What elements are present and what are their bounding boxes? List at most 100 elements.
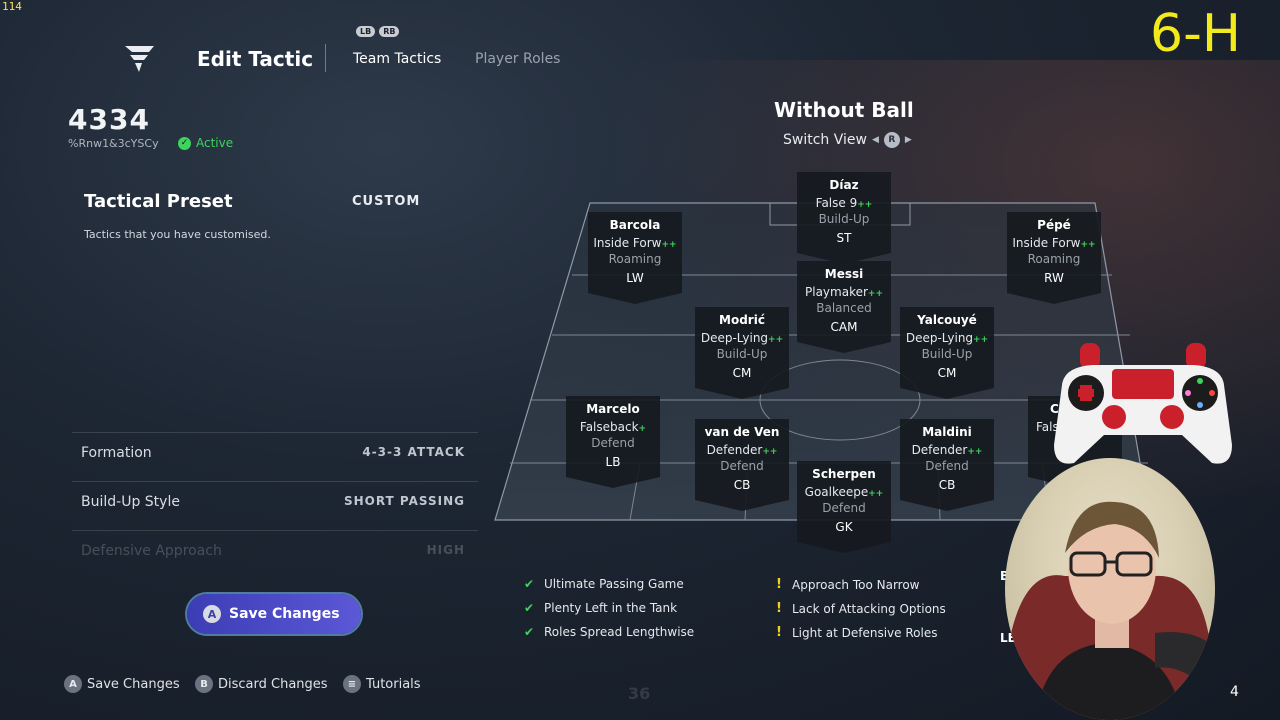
status-badge: ✓ Active: [178, 136, 233, 150]
lb-button-icon: LB: [356, 26, 376, 37]
status-text: Active: [196, 136, 234, 150]
player-role: Falseback+: [579, 420, 647, 434]
page-title: Edit Tactic: [197, 47, 314, 71]
preset-title: Tactical Preset: [84, 191, 233, 212]
player-position: RW: [1044, 271, 1064, 285]
check-circle-icon: ✓: [178, 136, 191, 150]
player-role: Defender++: [706, 443, 778, 457]
footer-discard[interactable]: B Discard Changes: [195, 675, 328, 693]
player-name: Marcelo: [586, 402, 640, 416]
preset-value: CUSTOM: [352, 194, 421, 209]
player-card-lw[interactable]: Barcola Inside Forw++ Roaming LW: [588, 212, 682, 304]
check-icon: ✔: [524, 577, 535, 591]
tab-team-tactics[interactable]: Team Tactics: [353, 51, 442, 67]
shoulder-buttons-hint: LB RB: [356, 26, 400, 37]
player-card-rcb[interactable]: Maldini Defender++ Defend CB: [900, 419, 994, 511]
player-card-cam[interactable]: Messi Playmaker++ Balanced CAM: [797, 261, 891, 353]
player-focus: Balanced: [816, 301, 872, 315]
player-focus: Defend: [822, 501, 866, 515]
tab-player-roles[interactable]: Player Roles: [475, 51, 561, 67]
a-button-icon: A: [64, 675, 82, 693]
tactic-name: 4334: [68, 103, 150, 136]
switch-view-control[interactable]: Switch View ◀ R ▶: [783, 132, 912, 148]
player-role: False 9++: [815, 196, 873, 210]
player-role: Playmaker++: [805, 285, 883, 299]
setting-row-build-up-style[interactable]: Build-Up Style SHORT PASSING: [72, 481, 478, 530]
player-position: CM: [732, 366, 752, 380]
player-position: LW: [626, 271, 644, 285]
view-title: Without Ball: [774, 98, 914, 122]
feedback-positive: ✔Plenty Left in the Tank: [524, 601, 678, 615]
player-card-rcm[interactable]: Yalcouyé Deep-Lying++ Build-Up CM: [900, 307, 994, 399]
r-stick-icon: R: [883, 132, 900, 148]
player-role: Deep-Lying++: [905, 331, 989, 345]
player-name: Barcola: [609, 218, 661, 232]
player-position: CM: [937, 366, 957, 380]
player-card-lcb[interactable]: van de Ven Defender++ Defend CB: [695, 419, 789, 511]
setting-value: SHORT PASSING: [343, 494, 465, 508]
player-role: Defender++: [911, 443, 983, 457]
player-focus: Defend: [591, 436, 635, 450]
save-changes-label: Save Changes: [229, 606, 340, 622]
player-name: van de Ven: [704, 425, 780, 439]
a-button-icon: A: [203, 605, 221, 623]
preset-description: Tactics that you have customised.: [84, 228, 271, 241]
b-button-icon: B: [195, 675, 213, 693]
player-position: CB: [733, 478, 751, 492]
check-icon: ✔: [524, 625, 535, 639]
player-focus: Roaming: [608, 252, 662, 266]
player-position: CAM: [830, 320, 858, 334]
player-card-st[interactable]: Díaz False 9++ Build-Up ST: [797, 172, 891, 264]
ghost-number: 36: [628, 684, 651, 703]
player-role: Goalkeepe++: [804, 485, 884, 499]
warning-icon: !: [776, 601, 782, 616]
player-card-rw[interactable]: Pépé Inside Forw++ Roaming RW: [1007, 212, 1101, 304]
player-name: Messi: [824, 267, 864, 281]
player-name: Pépé: [1037, 218, 1071, 232]
feedback-positive: ✔Ultimate Passing Game: [524, 577, 684, 591]
footer-tutorials[interactable]: ≡ Tutorials: [343, 675, 421, 693]
tactic-code: %Rnw1&3cYSCy: [68, 137, 159, 150]
player-name: Yalcouyé: [917, 313, 977, 327]
setting-row-formation[interactable]: Formation 4-3-3 ATTACK: [72, 432, 478, 481]
player-focus: Build-Up: [818, 212, 870, 226]
footer-save[interactable]: A Save Changes: [64, 675, 180, 693]
arrow-right-icon: ▶: [904, 135, 912, 145]
menu-button-icon: ≡: [343, 675, 361, 693]
header-divider: [325, 44, 326, 72]
player-focus: Defend: [925, 459, 969, 473]
save-changes-button[interactable]: A Save Changes: [187, 594, 361, 634]
warning-icon: !: [776, 577, 782, 592]
player-role: Deep-Lying++: [700, 331, 784, 345]
webcam-overlay: [1005, 458, 1215, 720]
player-name: Modrić: [719, 313, 765, 327]
setting-value: HIGH: [426, 543, 465, 557]
footer-label: Tutorials: [366, 676, 421, 692]
setting-label: Formation: [81, 445, 152, 461]
player-focus: Build-Up: [716, 347, 768, 361]
setting-row-defensive-approach[interactable]: Defensive Approach HIGH: [72, 530, 478, 579]
fc-logo-icon: [125, 46, 154, 72]
player-focus: Defend: [720, 459, 764, 473]
setting-value: 4-3-3 ATTACK: [362, 445, 465, 459]
player-focus: Build-Up: [921, 347, 973, 361]
arrow-left-icon: ◀: [871, 135, 879, 145]
controller-icon: [1054, 343, 1232, 464]
setting-label: Build-Up Style: [81, 494, 180, 510]
player-role: Inside Forw++: [593, 236, 677, 250]
player-position: LB: [605, 455, 621, 469]
feedback-warning: !Approach Too Narrow: [774, 577, 919, 592]
clipped-text: B: [1000, 569, 1009, 583]
player-card-lcm[interactable]: Modrić Deep-Lying++ Build-Up CM: [695, 307, 789, 399]
player-position: GK: [835, 520, 853, 534]
check-icon: ✔: [524, 601, 535, 615]
player-focus: Roaming: [1027, 252, 1081, 266]
player-card-lb[interactable]: Marcelo Falseback+ Defend LB: [566, 396, 660, 488]
player-card-gk[interactable]: Scherpen Goalkeepe++ Defend GK: [797, 461, 891, 553]
player-name: Díaz: [829, 178, 859, 192]
player-name: C: [1050, 402, 1059, 416]
setting-label: Defensive Approach: [81, 543, 222, 559]
warning-icon: !: [776, 625, 782, 640]
streamer-avatar: [1010, 501, 1215, 720]
player-name: Maldini: [922, 425, 972, 439]
